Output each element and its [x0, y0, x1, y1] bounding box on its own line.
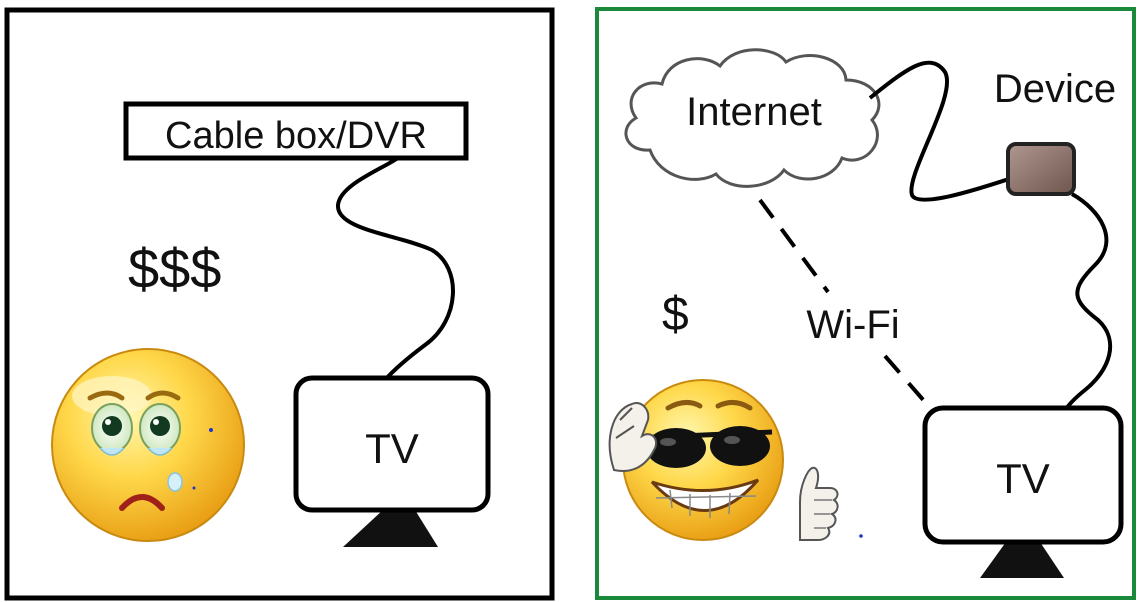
right-cost-label: $ [662, 288, 689, 341]
device-tv-wire [1062, 192, 1113, 414]
tv-stand-icon [343, 510, 438, 547]
left-panel: Cable box/DVR $$$ TV [4, 7, 555, 601]
cool-face-icon [608, 379, 784, 541]
streaming-device-icon [1006, 142, 1076, 196]
crying-face-icon [51, 348, 245, 542]
thumbs-up-icon [799, 466, 863, 541]
wifi-label: Wi-Fi [806, 303, 899, 347]
cable-wire [336, 156, 455, 382]
cable-box-label: Cable box/DVR [165, 115, 427, 157]
internet-label: Internet [686, 90, 822, 134]
tv-left: TV [293, 375, 491, 547]
tv-stand-icon [980, 542, 1064, 578]
hand-icon [608, 402, 658, 472]
wifi-dashed-link [758, 198, 830, 294]
tv-right: TV [922, 405, 1124, 578]
tv-screen-icon [922, 405, 1124, 545]
internet-device-wire [868, 60, 1013, 202]
left-cost-label: $$$ [128, 237, 221, 300]
wifi-dashed-link-lower [883, 354, 934, 412]
tv-right-label: TV [996, 455, 1050, 502]
device-label: Device [994, 67, 1116, 111]
tv-left-label: TV [365, 425, 419, 472]
cable-box: Cable box/DVR [123, 101, 469, 161]
right-panel: Internet Device Wi-Fi $ TV [595, 7, 1136, 600]
tv-screen-icon [293, 375, 491, 513]
internet-cloud-icon: Internet [624, 48, 881, 188]
